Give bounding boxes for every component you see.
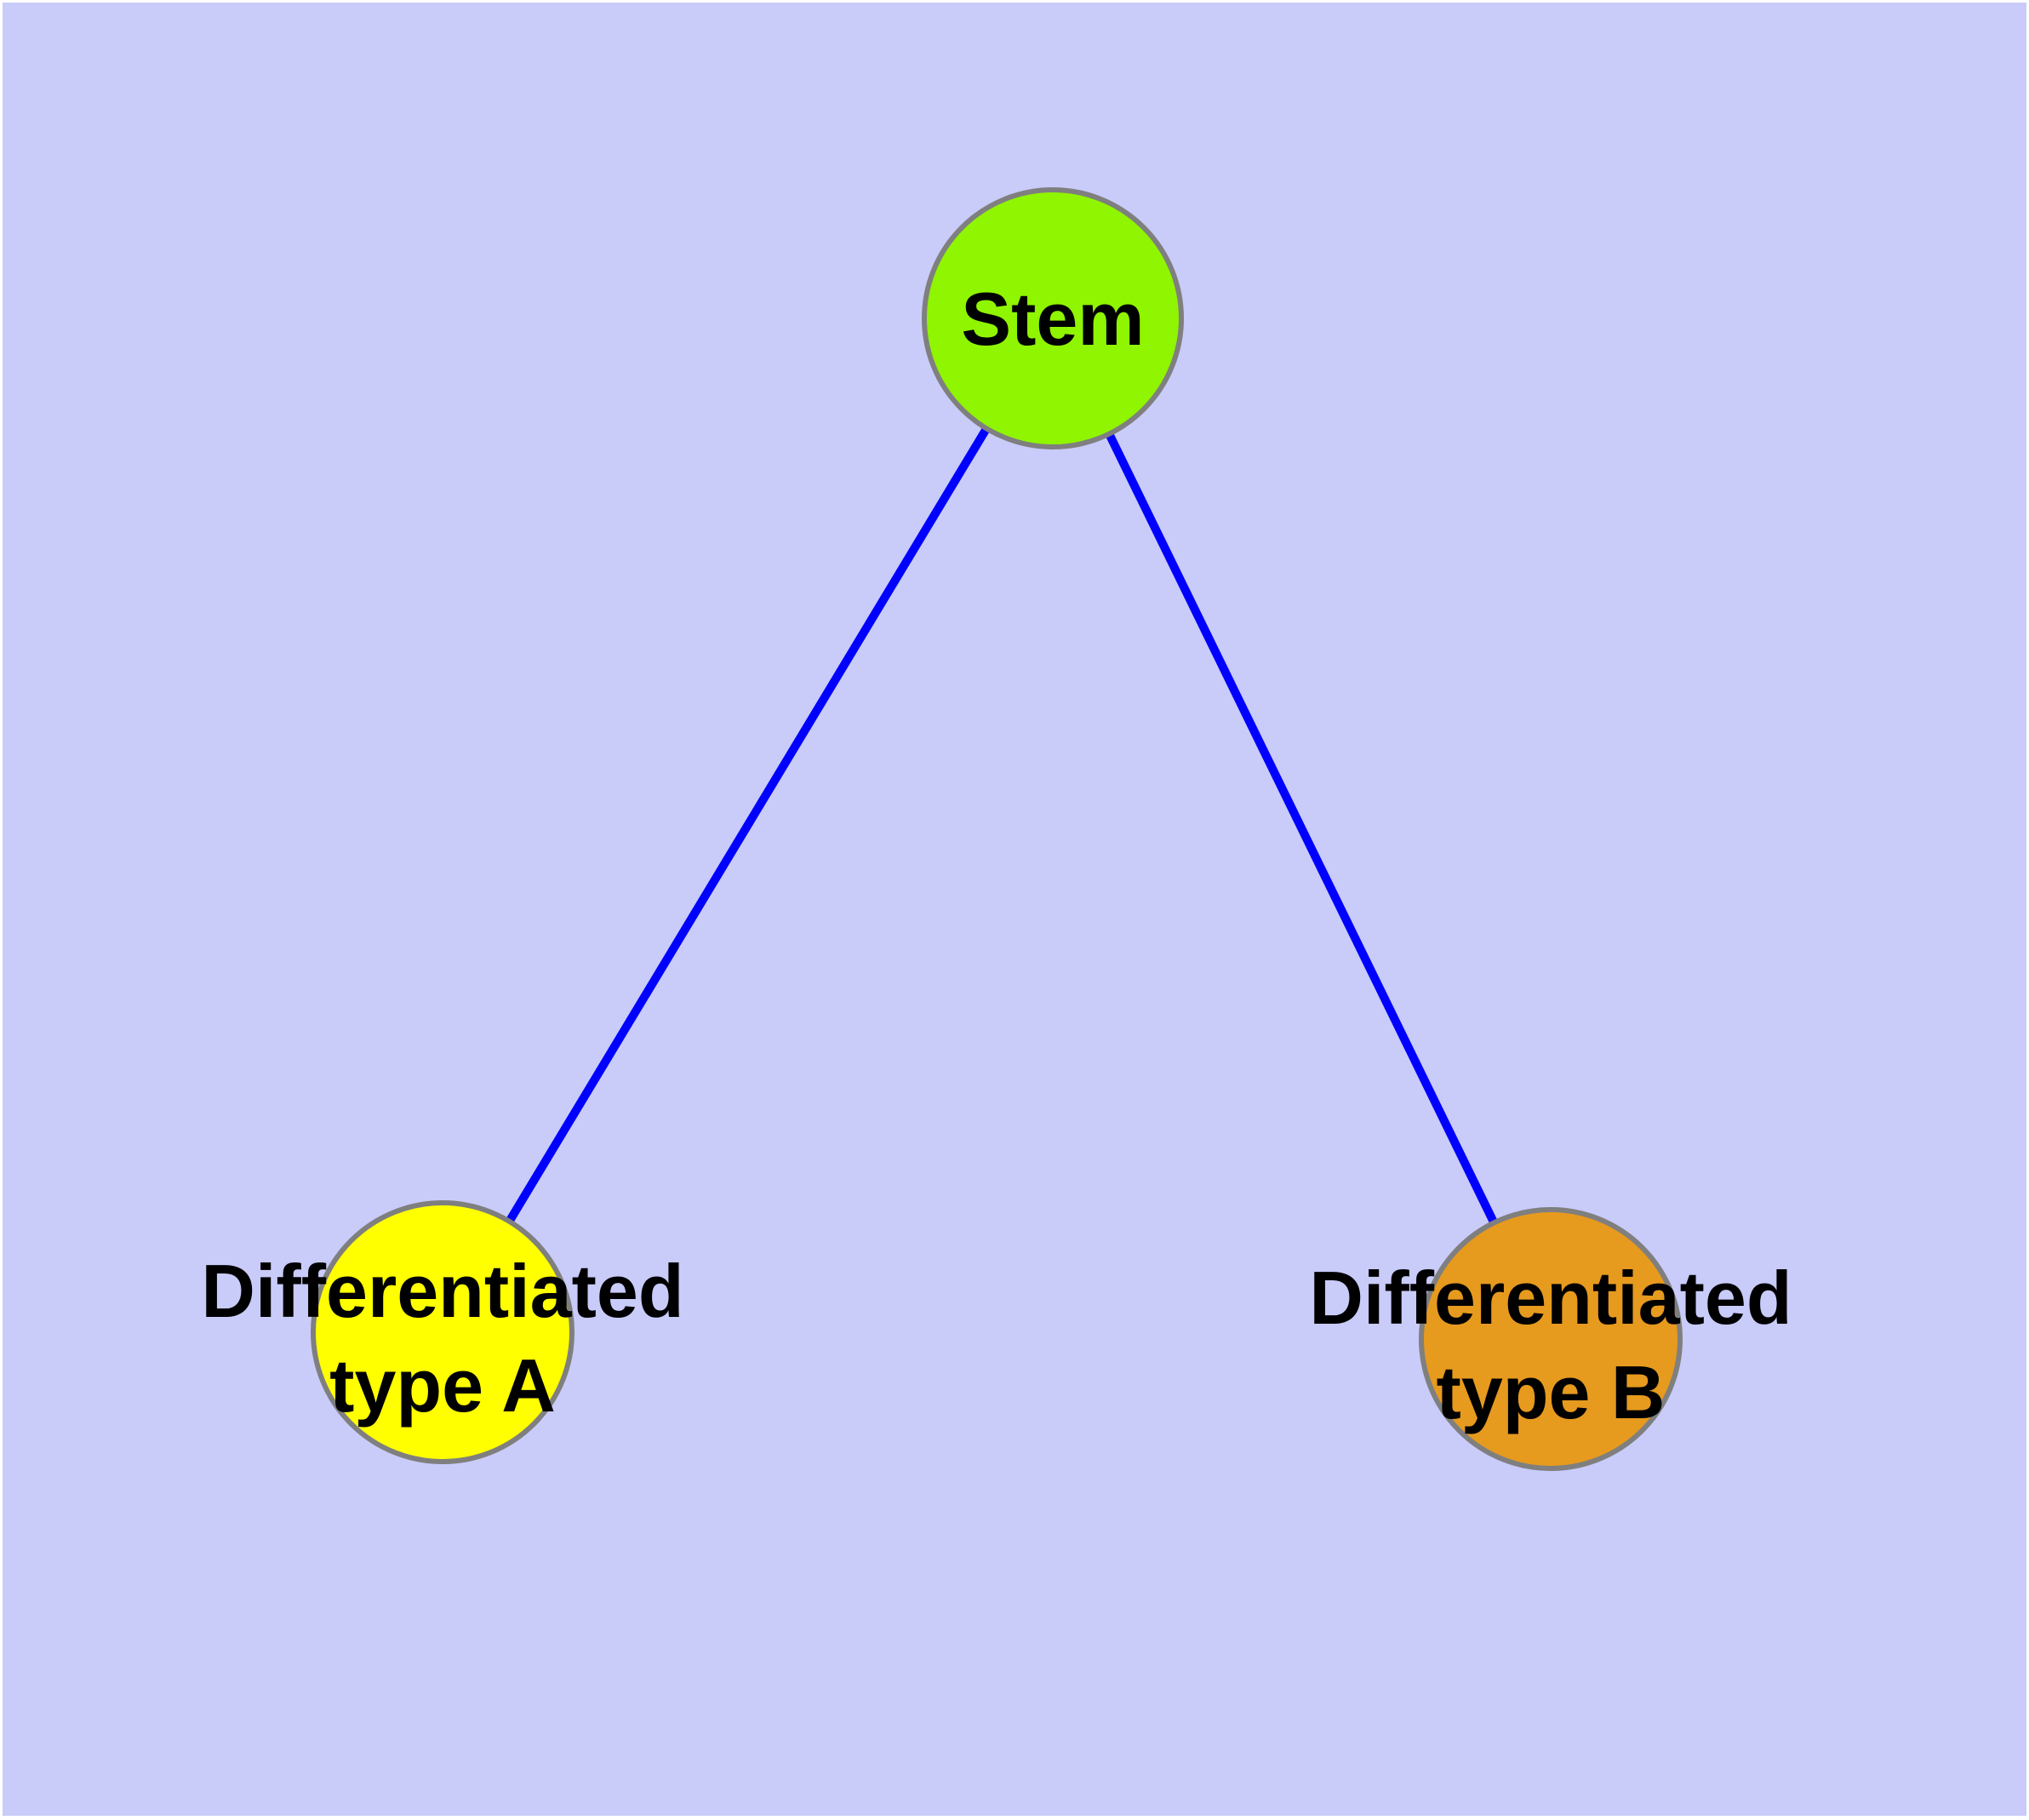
node-type-a-label: Differentiated type A <box>201 1249 683 1428</box>
node-stem <box>922 187 1184 449</box>
edge-stem-to-type-b <box>1049 316 1555 1342</box>
edge-stem-to-type-a <box>438 316 1057 1335</box>
node-type-a-label-line2: type A <box>329 1343 556 1428</box>
node-type-b-label-line1: Differentiated <box>1309 1256 1792 1340</box>
node-type-b-label: Differentiated type B <box>1309 1256 1792 1434</box>
node-stem-label: Stem <box>961 277 1144 361</box>
node-differentiated-type-a <box>311 1200 574 1464</box>
node-type-b-label-line2: type B <box>1437 1350 1666 1434</box>
node-type-a-label-line1: Differentiated <box>201 1249 683 1333</box>
node-differentiated-type-b <box>1419 1207 1683 1471</box>
